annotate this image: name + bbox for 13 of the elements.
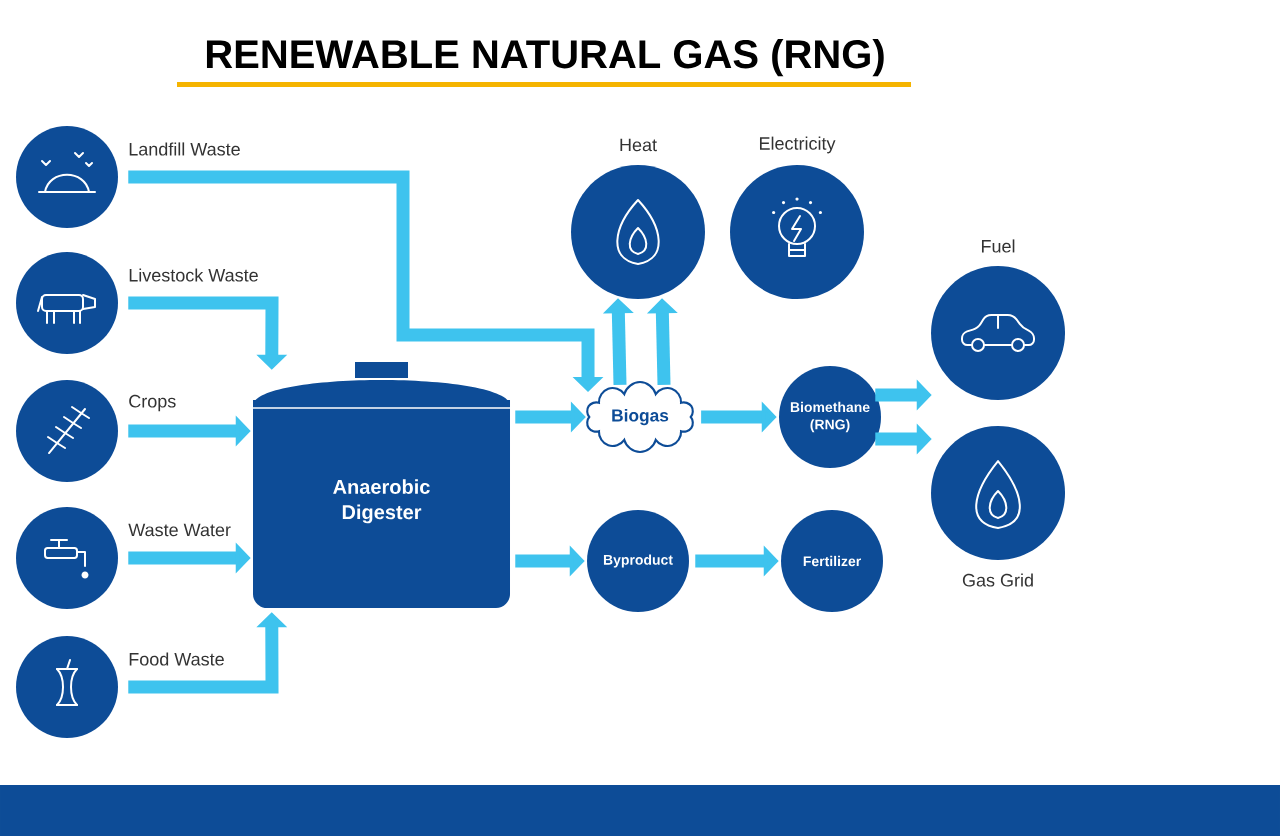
- source-label: Landfill Waste: [129, 142, 240, 156]
- output-label: Heat: [620, 138, 657, 152]
- source-label: Livestock Waste: [129, 268, 258, 282]
- output-label: Gas Grid: [962, 573, 1033, 587]
- source-label: Food Waste: [129, 652, 224, 666]
- output-label: Electricity: [760, 136, 836, 154]
- biogas-cloud: Biogas: [586, 380, 694, 454]
- digester-tank: Anaerobic Digester: [252, 362, 511, 608]
- source-label: Crops: [129, 394, 176, 412]
- source-label: Waste Water: [128, 523, 231, 537]
- flow-arrow: [128, 170, 604, 392]
- title: RENEWABLE NATURAL GAS (RNG): [206, 39, 884, 77]
- output-label: Fuel: [982, 239, 1015, 253]
